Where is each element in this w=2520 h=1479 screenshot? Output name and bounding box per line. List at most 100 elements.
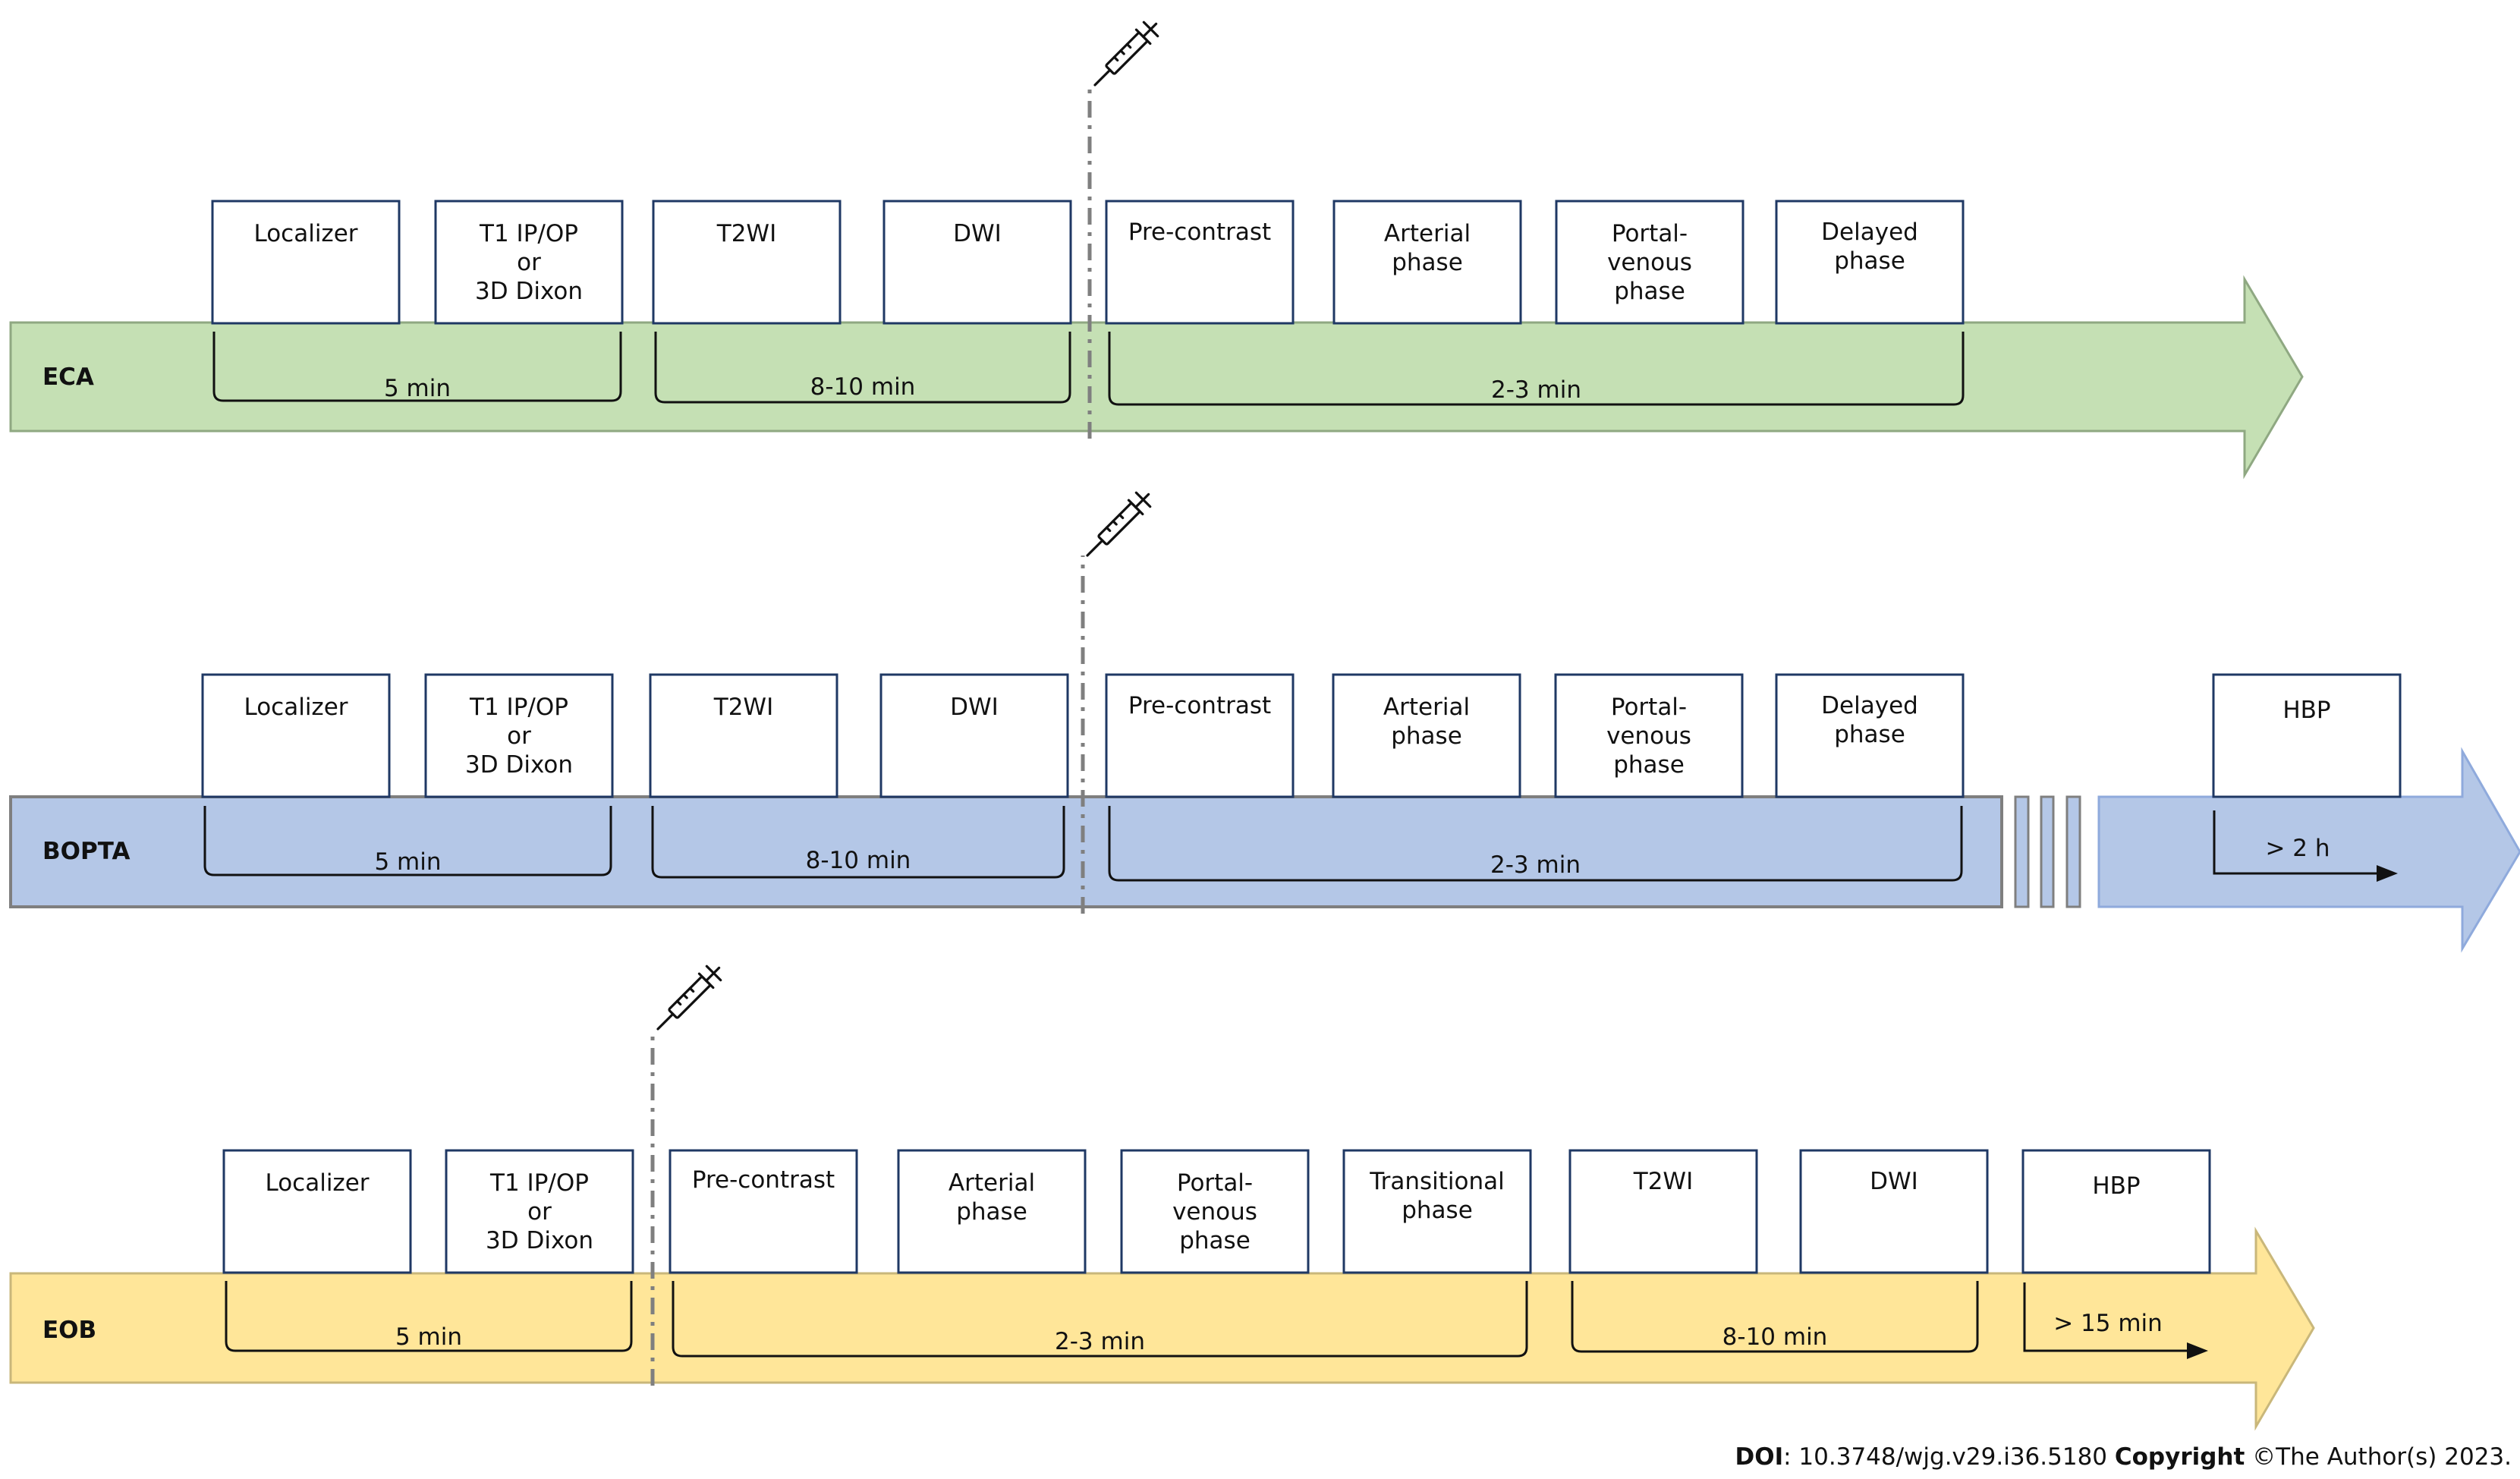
sequence-box-text: T2WI [713,694,773,721]
sequence-box-text: Localizer [244,694,348,721]
duration-label: > 15 min [2053,1310,2163,1337]
sequence-box-text: Portal- [1611,694,1687,721]
sequence-box-text: Pre-contrast [1128,219,1271,246]
sequence-box-dwi: DWI [882,200,1072,325]
sequence-box-text: phase [956,1198,1027,1226]
sequence-box-text: Portal- [1612,220,1688,247]
copyright-label: Copyright [2115,1443,2245,1471]
sequence-box-text: or [517,249,541,276]
sequence-box-text: phase [1613,751,1685,779]
sequence-box-text: phase [1391,722,1462,750]
sequence-box-localizer: Localizer [201,673,391,798]
sequence-box-text: 3D Dixon [486,1227,593,1254]
syringe-icon [656,964,722,1031]
bopta-row-label: BOPTA [42,838,130,865]
sequence-box-text: Pre-contrast [1128,692,1271,719]
sequence-box-text: Pre-contrast [692,1166,835,1194]
sequence-box-text: Localizer [265,1169,369,1197]
bopta-timeline-band [9,795,2003,908]
sequence-box-localizer: Localizer [222,1149,412,1274]
sequence-box-text: HBP [2092,1172,2140,1200]
sequence-box-text: phase [1402,1197,1473,1224]
sequence-box-text: HBP [2282,697,2330,724]
sequence-box-pre-contrast: Pre-contrast [1105,673,1295,798]
duration-label: 5 min [395,1323,462,1351]
eob-row-label: EOB [42,1317,96,1344]
sequence-box-localizer: Localizer [211,200,401,325]
timeline-break-segment [2065,795,2081,908]
sequence-box-text: venous [1606,722,1691,750]
doi-label: DOI [1735,1443,1784,1471]
hbp-duration-arrow: > 15 min [2023,1282,2208,1359]
duration-label: 8-10 min [806,847,911,874]
duration-label: 5 min [374,848,441,876]
sequence-box-text: DWI [1870,1168,1918,1195]
duration-label: 8-10 min [810,373,916,401]
duration-bracket: 8-10 min [1571,1281,1979,1353]
sequence-box-hbp: HBP [2021,1149,2211,1274]
sequence-box-hbp: HBP [2212,673,2402,798]
sequence-box-text: Transitional [1369,1168,1505,1195]
doi-value: : 10.3748/wjg.v29.i36.5180 [1783,1443,2115,1471]
duration-label: 8-10 min [1722,1323,1828,1351]
sequence-box-t2wi: T2WI [1568,1149,1758,1274]
sequence-box-text: phase [1614,278,1685,305]
bopta-timeline-arrow [2097,747,2520,953]
sequence-box-text: Localizer [253,220,357,247]
duration-bracket: 5 min [225,1281,633,1352]
sequence-box-text: DWI [953,220,1002,247]
sequence-box-t2wi: T2WI [652,200,842,325]
duration-label: 5 min [384,375,451,402]
sequence-box-text: Delayed [1821,692,1918,719]
sequence-box-text: venous [1607,249,1692,276]
sequence-box-text: or [507,722,531,750]
duration-label: 2-3 min [1055,1328,1145,1355]
duration-bracket: 8-10 min [654,332,1071,404]
sequence-box-text: T1 IP/OP [479,220,578,247]
sequence-box-text: phase [1834,247,1905,275]
sequence-box-text: 3D Dixon [475,278,583,305]
sequence-box-text: venous [1172,1198,1257,1226]
sequence-box-text: DWI [950,694,999,721]
sequence-box-t2wi: T2WI [649,673,838,798]
sequence-box-text: 3D Dixon [465,751,573,779]
sequence-box-text: T1 IP/OP [489,1169,589,1197]
sequence-box-dwi: DWI [1799,1149,1989,1274]
copyright-value: ©The Author(s) 2023. [2245,1443,2512,1471]
duration-bracket: 5 min [212,332,622,402]
sequence-box-text: Arterial [949,1169,1035,1197]
duration-bracket: 5 min [203,806,612,876]
sequence-box-text: Portal- [1177,1169,1253,1197]
sequence-box-text: Arterial [1383,694,1470,721]
footer-doi: DOI: 10.3748/wjg.v29.i36.5180 Copyright … [1735,1443,2512,1471]
timeline-break-segment [2014,795,2030,908]
sequence-box-text: or [527,1198,552,1226]
timeline-break-segment [2040,795,2055,908]
sequence-box-pre-contrast: Pre-contrast [669,1149,858,1274]
sequence-box-dwi: DWI [879,673,1069,798]
sequence-box-text: T1 IP/OP [469,694,568,721]
sequence-box-text: T2WI [1633,1168,1693,1195]
eca-row-label: ECA [42,363,94,391]
duration-label: 2-3 min [1491,376,1581,404]
duration-bracket: 2-3 min [1108,332,1965,406]
sequence-box-text: phase [1834,721,1905,748]
duration-bracket: 2-3 min [672,1281,1528,1358]
syringe-icon [1086,491,1152,557]
hbp-duration-arrow: > 2 h [2213,810,2398,882]
